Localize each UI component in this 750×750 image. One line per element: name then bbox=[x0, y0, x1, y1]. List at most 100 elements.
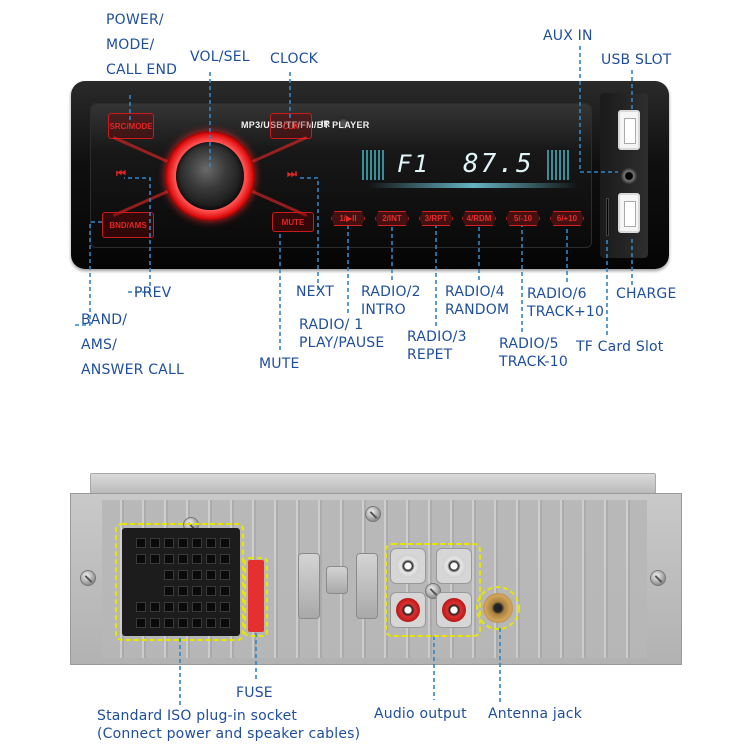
next-icon: ⏭ bbox=[287, 168, 297, 180]
rear-bracket-1 bbox=[298, 553, 320, 619]
iso-pin-cell bbox=[150, 538, 160, 548]
charge-usb-port[interactable] bbox=[618, 193, 640, 233]
iso-socket[interactable] bbox=[122, 528, 240, 636]
clock-button-label: CLK bbox=[282, 121, 300, 131]
label-mute: MUTE bbox=[259, 356, 300, 372]
antenna-jack[interactable] bbox=[483, 593, 513, 623]
iso-pin-cell bbox=[220, 602, 230, 612]
power-button-label: SRC/MODE bbox=[109, 121, 153, 131]
fuse[interactable] bbox=[248, 560, 264, 632]
iso-pin-cell bbox=[150, 602, 160, 612]
iso-pin-cell bbox=[206, 554, 216, 564]
prev-icon: ⏮ bbox=[116, 168, 126, 180]
iso-pin-cell bbox=[206, 538, 216, 548]
usb-slot[interactable] bbox=[618, 110, 640, 150]
rca-white-right[interactable] bbox=[442, 554, 466, 578]
screw-right bbox=[650, 570, 666, 586]
label-tf-slot: TF Card Slot bbox=[576, 339, 664, 355]
lcd-frequency: 87.5 bbox=[463, 149, 534, 179]
label-prev: PREV bbox=[134, 285, 172, 301]
iso-pin-cell bbox=[206, 586, 216, 596]
iso-pin-cell bbox=[164, 602, 174, 612]
iso-pin-cell bbox=[220, 570, 230, 580]
label-audio-output: Audio output bbox=[374, 706, 467, 722]
iso-pin-cell bbox=[164, 570, 174, 580]
preset-button-4[interactable]: 4/RDM bbox=[462, 211, 496, 226]
label-power: POWER/MODE/CALL END bbox=[106, 12, 178, 78]
rear-bracket-2 bbox=[326, 566, 348, 594]
label-vol-sel: VOL/SEL bbox=[190, 49, 250, 65]
rca-red-right[interactable] bbox=[442, 598, 466, 622]
next-button[interactable]: ⏭ bbox=[287, 168, 297, 181]
label-clock: CLOCK bbox=[270, 51, 319, 67]
iso-pin-cell bbox=[206, 570, 216, 580]
label-usb-slot: USB SLOT bbox=[601, 52, 672, 68]
rca-red-left[interactable] bbox=[396, 598, 420, 622]
iso-pin-cell bbox=[164, 586, 174, 596]
iso-pin-cell bbox=[178, 554, 188, 564]
iso-pin-cell bbox=[192, 554, 202, 564]
iso-pin-cell bbox=[150, 618, 160, 628]
mute-button-label: MUTE bbox=[281, 217, 305, 227]
iso-pin-cell bbox=[206, 602, 216, 612]
ir-sensor bbox=[337, 117, 350, 130]
lcd-spectrum-right bbox=[547, 150, 569, 180]
preset-button-6[interactable]: 6/+10 bbox=[550, 211, 584, 226]
iso-pin-cell bbox=[164, 618, 174, 628]
iso-pin-cell bbox=[136, 618, 146, 628]
band-button-label: BND/AMS bbox=[109, 220, 147, 230]
band-ams-button[interactable]: BND/AMS bbox=[102, 212, 154, 238]
iso-pin-cell bbox=[178, 618, 188, 628]
aux-in-jack[interactable] bbox=[621, 168, 637, 184]
iso-pin-cell bbox=[192, 538, 202, 548]
volume-knob[interactable] bbox=[176, 142, 244, 210]
lcd-band: F1 bbox=[397, 150, 430, 178]
label-charge: CHARGE bbox=[616, 286, 677, 302]
label-next: NEXT bbox=[296, 284, 335, 300]
lcd-glow bbox=[368, 183, 578, 188]
iso-pin-cell bbox=[164, 538, 174, 548]
preset-button-5[interactable]: 5/-10 bbox=[506, 211, 540, 226]
iso-pin-cell bbox=[192, 618, 202, 628]
model-text: MP3/USB/TF/FM/BT PLAYER bbox=[241, 120, 370, 130]
screw-top-center bbox=[365, 506, 381, 522]
iso-pin-cell bbox=[178, 570, 188, 580]
iso-pin-cell bbox=[136, 538, 146, 548]
iso-pin-cell bbox=[220, 586, 230, 596]
label-antenna-jack: Antenna jack bbox=[488, 706, 583, 722]
iso-pin-cell bbox=[192, 570, 202, 580]
label-fuse: FUSE bbox=[236, 685, 273, 701]
label-iso: Standard ISO plug-in socket(Connect powe… bbox=[97, 708, 361, 742]
iso-pin-cell bbox=[178, 602, 188, 612]
clock-button[interactable]: CLK bbox=[270, 113, 312, 139]
power-mode-button[interactable]: SRC/MODE bbox=[108, 113, 154, 139]
iso-pin-cell bbox=[150, 554, 160, 564]
radio-front-panel bbox=[71, 81, 669, 269]
prev-button[interactable]: ⏮ bbox=[116, 168, 126, 181]
preset-button-2[interactable]: 2/INT bbox=[375, 211, 409, 226]
mute-button[interactable]: MUTE bbox=[272, 212, 314, 232]
rca-white-left[interactable] bbox=[396, 554, 420, 578]
rear-top-cover bbox=[90, 473, 656, 495]
iso-pin-cell bbox=[164, 554, 174, 564]
rear-bracket-3 bbox=[356, 553, 378, 619]
ir-label: IR bbox=[321, 119, 330, 129]
lcd-spectrum-left bbox=[362, 150, 384, 180]
iso-pin-cell bbox=[178, 538, 188, 548]
iso-pin-cell bbox=[206, 618, 216, 628]
iso-pin-cell bbox=[192, 602, 202, 612]
iso-pin-cell bbox=[178, 586, 188, 596]
iso-pin-cell bbox=[136, 602, 146, 612]
label-band: BAND/AMS/ANSWER CALL bbox=[81, 312, 184, 378]
preset-button-1[interactable]: 1/▶II bbox=[331, 211, 365, 226]
iso-pin-cell bbox=[220, 538, 230, 548]
preset-button-3[interactable]: 3/RPT bbox=[419, 211, 453, 226]
iso-pin-cell bbox=[220, 618, 230, 628]
tf-card-slot[interactable] bbox=[606, 198, 609, 236]
label-aux-in: AUX IN bbox=[543, 28, 593, 44]
